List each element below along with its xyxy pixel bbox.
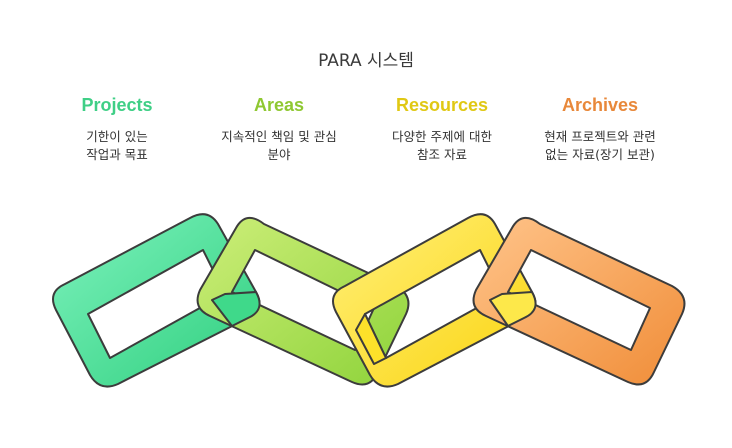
category-resources: Resources 다양한 주제에 대한 참조 자료 <box>362 94 522 164</box>
category-description: 지속적인 책임 및 관심 분야 <box>221 129 337 162</box>
category-heading: Archives <box>561 95 639 115</box>
chain-interlock-overlaps <box>211 291 537 365</box>
category-heading: Resources <box>395 95 489 115</box>
category-description: 현재 프로젝트와 관련 없는 자료(장기 보관) <box>544 129 656 162</box>
category-description: 다양한 주제에 대한 참조 자료 <box>392 129 492 162</box>
category-description: 기한이 있는 작업과 목표 <box>86 129 148 162</box>
diagram-title: PARA 시스템 <box>318 51 414 71</box>
category-projects: Projects 기한이 있는 작업과 목표 <box>37 94 197 164</box>
category-archives: Archives 현재 프로젝트와 관련 없는 자료(장기 보관) <box>520 94 680 164</box>
category-areas: Areas 지속적인 책임 및 관심 분야 <box>199 94 359 164</box>
category-heading: Areas <box>253 95 305 115</box>
category-heading: Projects <box>81 95 153 115</box>
